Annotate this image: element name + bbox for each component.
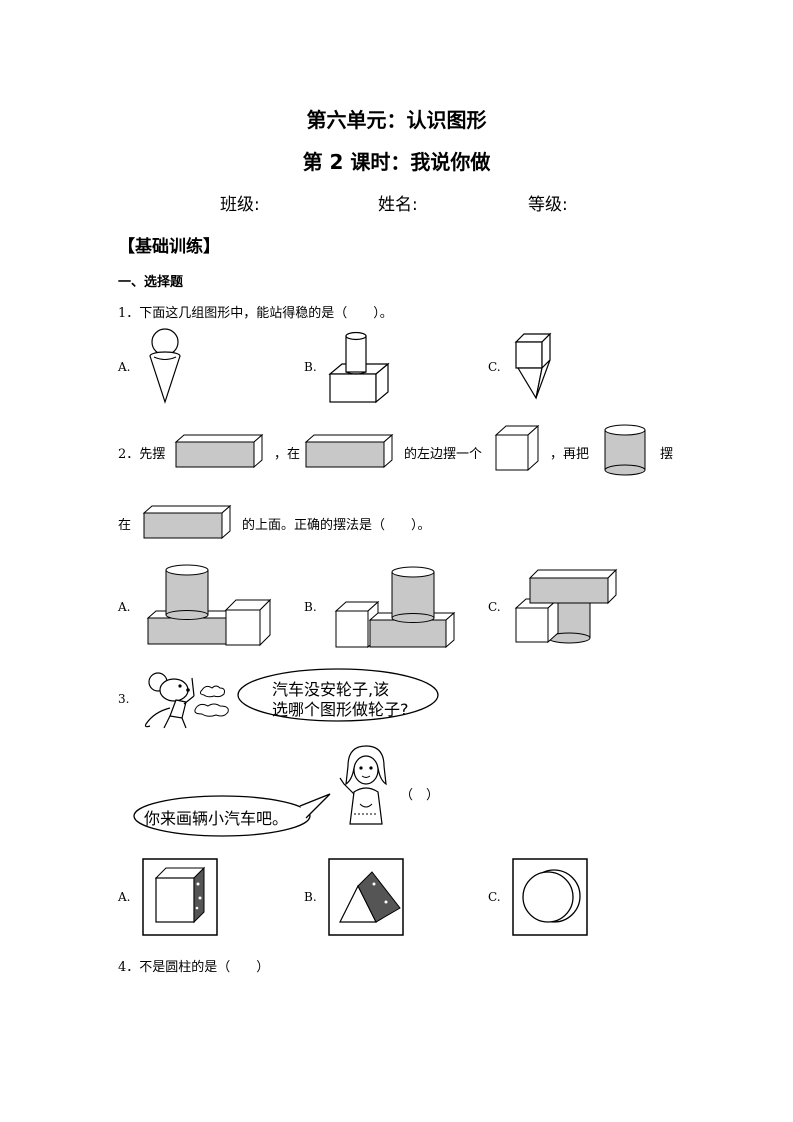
q2-text-part1: 2．先摆 xyxy=(118,447,166,462)
speech-bubble-1 xyxy=(237,668,439,722)
speech-bubble-2 xyxy=(133,793,331,837)
q3-option-c-figure xyxy=(512,858,588,936)
q2-option-b-label[interactable]: B. xyxy=(304,600,317,614)
q1-option-c-label[interactable]: C. xyxy=(488,360,501,374)
q1-option-b-label[interactable]: B. xyxy=(304,360,317,374)
unit-title: 第六单元：认识图形 xyxy=(306,108,487,132)
section-heading: 【基础训练】 xyxy=(118,237,220,257)
q2-long-box-2 xyxy=(304,433,394,469)
q2-option-a-figure xyxy=(146,564,272,647)
q3-option-b-figure xyxy=(328,858,404,936)
q3-option-a-figure xyxy=(142,858,218,936)
q1-option-c-figure xyxy=(514,332,552,400)
q2-text-part5: 摆 xyxy=(660,447,674,462)
q2-option-c-label[interactable]: C. xyxy=(488,600,501,614)
question-1-text: 1．下面这几组图形中，能站得稳的是（ ）。 xyxy=(118,306,393,321)
q2-text-part2: ，在 xyxy=(274,447,301,462)
name-label: 姓名: xyxy=(378,195,418,215)
q2-cube xyxy=(494,424,540,472)
q2-option-a-label[interactable]: A. xyxy=(118,600,131,614)
q2-option-b-figure xyxy=(334,566,456,649)
q2-text-part4: ，再把 xyxy=(550,447,590,462)
q3-option-b-label[interactable]: B. xyxy=(304,890,317,904)
q2-text-part7: 的上面。正确的摆法是（ ）。 xyxy=(242,518,431,533)
mouse-cartoon-image xyxy=(144,672,229,729)
lesson-title: 第 2 课时：我说你做 xyxy=(302,150,491,174)
q1-option-b-figure xyxy=(328,331,390,404)
q2-text-part3: 的左边摆一个 xyxy=(404,447,483,462)
question-4-text: 4．不是圆柱的是（ ） xyxy=(118,960,270,975)
bubble-1-line-2: 选哪个图形做轮子? xyxy=(272,700,409,719)
q3-option-c-label[interactable]: C. xyxy=(488,890,501,904)
q2-option-c-figure xyxy=(514,568,618,644)
q1-option-a-figure xyxy=(149,328,181,404)
grade-label: 等级: xyxy=(528,195,568,215)
q2-long-box-1 xyxy=(174,433,264,469)
bubble-1-line-1: 汽车没安轮子,该 xyxy=(272,680,390,699)
bubble-2-text: 你来画辆小汽车吧。 xyxy=(144,809,289,828)
q2-text-part6: 在 xyxy=(118,518,132,533)
q2-long-box-3 xyxy=(142,504,232,540)
section-subheading: 一、选择题 xyxy=(118,275,184,290)
class-label: 班级: xyxy=(220,195,260,215)
q3-number: 3. xyxy=(118,692,130,706)
q1-option-a-label[interactable]: A. xyxy=(118,360,131,374)
q2-cylinder xyxy=(604,424,646,476)
girl-cartoon-image xyxy=(339,745,387,825)
q3-option-a-label[interactable]: A. xyxy=(118,890,131,904)
q3-answer-blank[interactable]: （ ） xyxy=(400,788,440,803)
